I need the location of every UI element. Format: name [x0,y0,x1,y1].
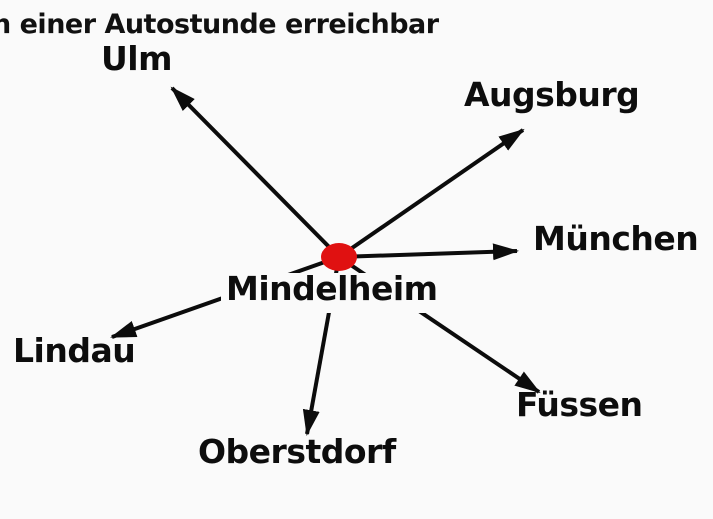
arrow-to-ulm [170,86,341,259]
page-title: n einer Autostunde erreichbar [0,9,439,40]
city-label-lindau: Lindau [13,331,136,370]
city-label-oberstdorf: Oberstdorf [198,432,396,471]
center-label-mindelheim: Mindelheim [226,269,438,308]
arrow-to-muenchen [338,243,519,261]
city-label-fuessen: Füssen [516,385,643,424]
city-label-ulm: Ulm [101,39,173,78]
label-background-patch [221,273,461,313]
city-label-muenchen: München [533,219,699,258]
center-marker-dot [321,243,357,271]
city-label-augsburg: Augsburg [464,75,640,114]
arrow-to-augsburg [337,128,525,259]
